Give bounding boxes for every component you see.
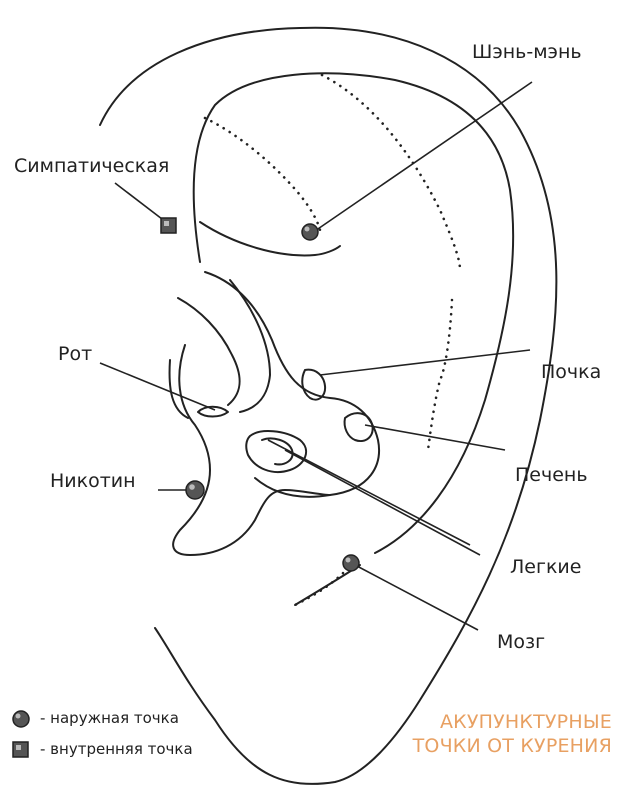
label-kidney: Почка bbox=[541, 361, 602, 383]
point-shen-men bbox=[301, 223, 319, 241]
label-lungs: Легкие bbox=[510, 556, 582, 578]
label-sympathetic: Симпатическая bbox=[14, 155, 170, 177]
leader-brain bbox=[354, 564, 479, 631]
point-shen-men-highlight bbox=[304, 226, 310, 232]
leader-lungs-1 bbox=[267, 439, 471, 546]
tragus-edge bbox=[172, 344, 331, 556]
lung-fold-1 bbox=[245, 430, 308, 474]
leader-lungs-2 bbox=[284, 449, 481, 556]
ear-inner-helix bbox=[192, 72, 515, 554]
caption-title: АКУПУНКТУРНЫЕ ТОЧКИ ОТ КУРЕНИЯ bbox=[413, 711, 612, 759]
liver-fold bbox=[343, 412, 374, 442]
label-brain: Мозг bbox=[497, 631, 546, 653]
leader-liver bbox=[364, 424, 506, 451]
legend-outer-marker bbox=[12, 710, 30, 728]
dotted-line-right bbox=[426, 298, 454, 452]
dotted-line-upper-left bbox=[203, 116, 322, 232]
mouth-fold bbox=[197, 405, 229, 418]
legend-inner-point-label: - внутренняя точка bbox=[40, 740, 193, 758]
label-liver: Печень bbox=[515, 464, 588, 486]
legend-outer-point-label: - наружная точка bbox=[40, 709, 179, 727]
leader-shen-men bbox=[311, 81, 533, 234]
legend-inner-marker-highlight bbox=[16, 745, 21, 750]
leader-sympathetic bbox=[114, 182, 163, 220]
lung-fold-2 bbox=[261, 437, 294, 466]
legend-outer-marker-highlight bbox=[15, 713, 21, 719]
antihelix-body bbox=[204, 271, 380, 498]
label-mouth: Рот bbox=[58, 343, 93, 365]
label-shen-men: Шэнь-мэнь bbox=[472, 41, 582, 63]
intertragic-notch bbox=[168, 359, 189, 419]
dotted-line-upper-right bbox=[320, 73, 462, 272]
concha-edge bbox=[177, 297, 241, 406]
leader-mouth bbox=[99, 362, 216, 411]
point-brain-highlight bbox=[345, 557, 351, 563]
point-nicotine-highlight bbox=[189, 484, 195, 490]
point-sympathetic-highlight bbox=[164, 221, 169, 226]
antihelix-upper-crus bbox=[199, 221, 341, 257]
caption-line-2: ТОЧКИ ОТ КУРЕНИЯ bbox=[412, 734, 612, 757]
dotted-line-lower bbox=[293, 566, 350, 607]
antihelix-inner bbox=[229, 279, 271, 413]
point-brain bbox=[342, 554, 360, 572]
kidney-fold bbox=[301, 368, 327, 401]
leader-kidney bbox=[319, 349, 531, 376]
label-nicotine: Никотин bbox=[50, 470, 136, 492]
caption-line-1: АКУПУНКТУРНЫЕ bbox=[439, 711, 612, 733]
point-nicotine bbox=[185, 480, 205, 500]
ear-outer-helix bbox=[99, 26, 558, 785]
